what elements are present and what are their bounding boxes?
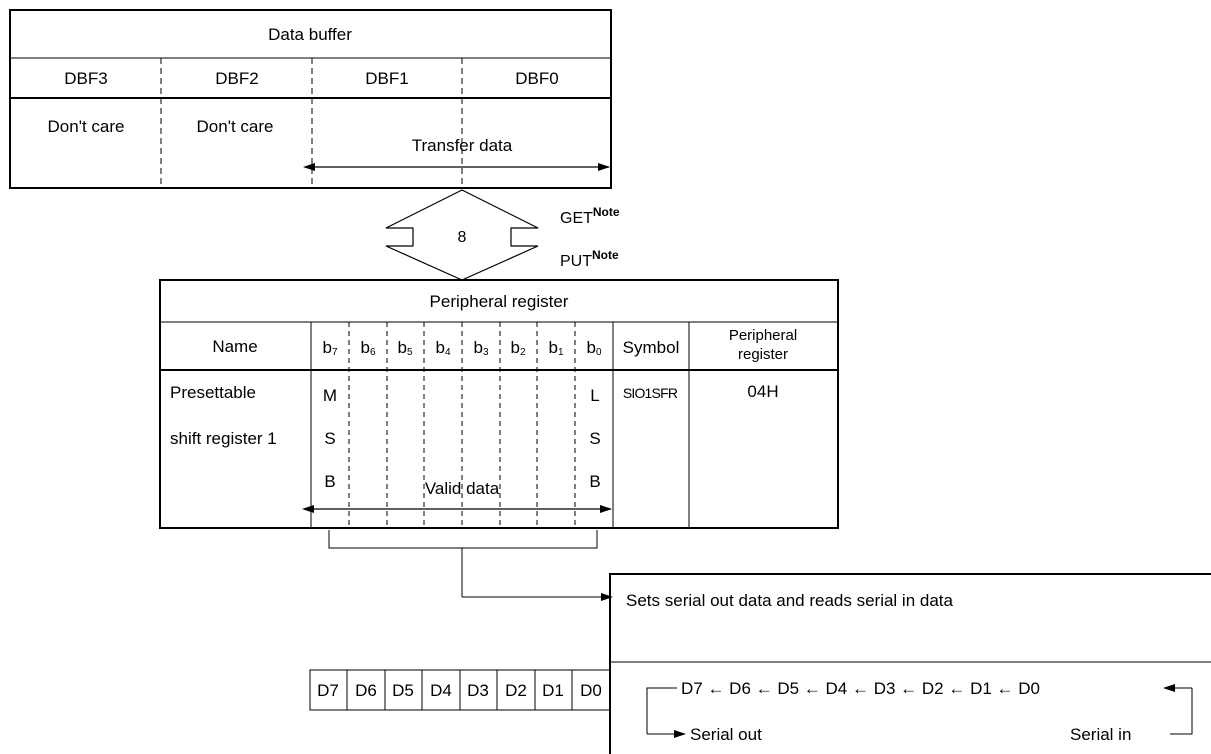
get-label: GETNote bbox=[560, 205, 620, 227]
shift-cell-d5: D5 bbox=[392, 681, 414, 700]
get-note-mark: Note bbox=[592, 205, 620, 219]
symbol-header: Symbol bbox=[622, 338, 680, 357]
msb-letter-s: S bbox=[324, 429, 336, 448]
bit-b2-header: b2 bbox=[510, 338, 526, 358]
dbf3-header: DBF3 bbox=[64, 69, 108, 88]
address-value: 04H bbox=[747, 382, 779, 401]
shift-chain-label: D7 ← D6 ← D5 ← D4 ← D3 ← D2 ← D1 ← D0 bbox=[681, 679, 1040, 698]
peripheral-register-table bbox=[159, 279, 839, 529]
serial-description: Sets serial out data and reads serial in… bbox=[626, 591, 953, 610]
msb-letter-m: M bbox=[322, 386, 338, 405]
data-buffer-table bbox=[9, 9, 612, 189]
data-buffer-title: Data buffer bbox=[268, 25, 352, 44]
shift-cell-d4: D4 bbox=[430, 681, 452, 700]
bus-width-label: 8 bbox=[457, 229, 467, 246]
peripheral-header-line1: Peripheral bbox=[728, 327, 798, 344]
dbf2-content: Don't care bbox=[196, 117, 274, 136]
bit-b4-header: b4 bbox=[435, 338, 451, 358]
name-header: Name bbox=[212, 337, 258, 356]
serial-loop-arrows bbox=[646, 684, 1193, 738]
msb-letter-b: B bbox=[324, 472, 336, 491]
transfer-data-label: Transfer data bbox=[411, 136, 513, 155]
shift-cell-d6: D6 bbox=[355, 681, 377, 700]
bit-b3-header: b3 bbox=[473, 338, 489, 358]
bit-b1-header: b1 bbox=[548, 338, 564, 358]
dbf0-header: DBF0 bbox=[515, 69, 559, 88]
shift-cell-d3: D3 bbox=[467, 681, 489, 700]
bit-b5-header: b5 bbox=[397, 338, 413, 358]
dbf3-content: Don't care bbox=[47, 117, 125, 136]
peripheral-header-line2: register bbox=[737, 346, 789, 363]
shift-cells-grid bbox=[309, 669, 611, 711]
serial-out-label: Serial out bbox=[690, 725, 762, 744]
shift-cell-d7: D7 bbox=[317, 681, 339, 700]
dbf2-header: DBF2 bbox=[215, 69, 259, 88]
bit-b7-header: b7 bbox=[322, 338, 338, 358]
peripheral-register-title: Peripheral register bbox=[429, 292, 569, 311]
put-label: PUTNote bbox=[560, 248, 619, 270]
symbol-value: SIO1SFR bbox=[622, 385, 678, 401]
bit-b6-header: b6 bbox=[360, 338, 376, 358]
lsb-letter-l: L bbox=[590, 386, 600, 405]
put-note-mark: Note bbox=[592, 248, 619, 262]
register-name-line1: Presettable bbox=[170, 383, 256, 402]
register-name-line2: shift register 1 bbox=[170, 429, 277, 448]
dbf1-header: DBF1 bbox=[365, 69, 409, 88]
shift-cell-d1: D1 bbox=[542, 681, 564, 700]
lsb-letter-b: B bbox=[589, 472, 601, 491]
shift-cell-d0: D0 bbox=[580, 681, 602, 700]
shift-cell-d2: D2 bbox=[505, 681, 527, 700]
lsb-letter-s: S bbox=[589, 429, 601, 448]
bit-b0-header: b0 bbox=[586, 338, 602, 358]
valid-data-label: Valid data bbox=[424, 479, 500, 498]
serial-in-label: Serial in bbox=[1070, 725, 1132, 744]
connector-to-serial-box bbox=[328, 530, 613, 601]
